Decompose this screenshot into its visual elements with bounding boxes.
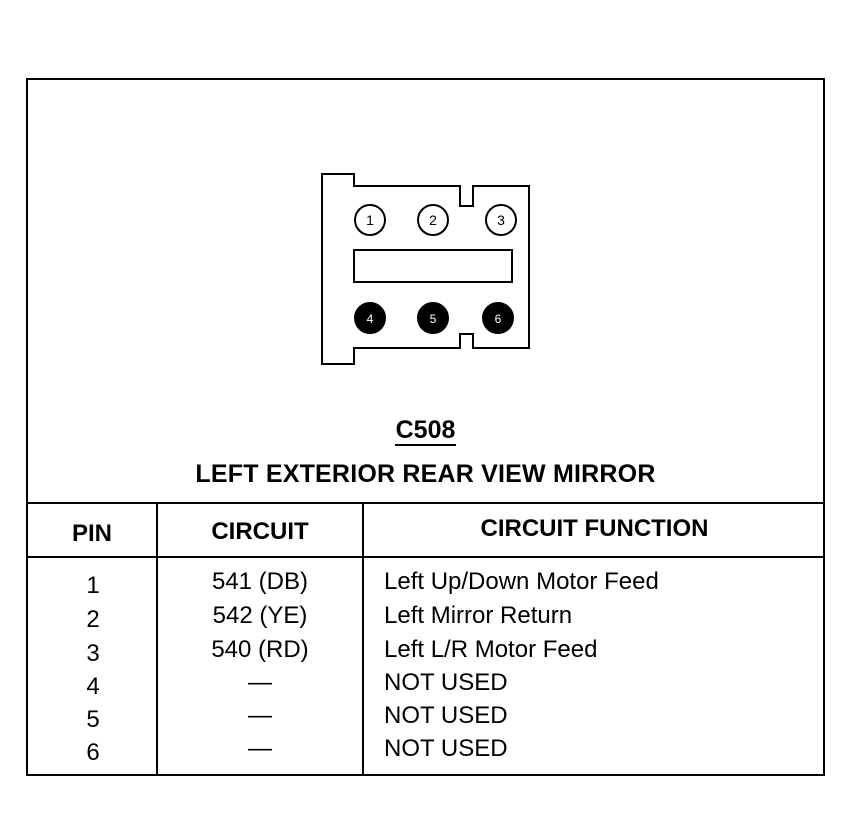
table-column-divider-1	[156, 502, 158, 774]
cell-circuit: —	[248, 669, 272, 696]
cell-circuit: 541 (DB)	[211, 568, 309, 595]
table-row: 2 542 (YE) Left Mirror Return	[28, 602, 823, 636]
cell-pin: 5	[86, 706, 100, 733]
table-column-divider-2	[362, 502, 364, 774]
pin-number-label: 3	[497, 212, 505, 228]
table-header-separator	[28, 556, 823, 558]
pin-number-label: 4	[367, 312, 374, 326]
cell-pin: 6	[86, 739, 100, 766]
connector-pin-4: 4	[354, 302, 386, 334]
header-circuit: CIRCUIT	[211, 518, 309, 545]
table-row: 4 — NOT USED	[28, 669, 823, 703]
cell-circuit: —	[248, 702, 272, 729]
connector-description: LEFT EXTERIOR REAR VIEW MIRROR	[195, 460, 656, 488]
cell-circuit: —	[248, 735, 272, 762]
cell-function: NOT USED	[384, 702, 508, 729]
pin-number-label: 6	[495, 312, 502, 326]
table-top-border	[28, 502, 823, 504]
cell-function: Left Up/Down Motor Feed	[384, 568, 659, 595]
cell-pin: 1	[86, 572, 100, 599]
connector-diagram-frame: 1 2 3 4 5 6 C508 LEFT EXTERIOR REAR VIEW MIRR…	[26, 78, 825, 776]
pin-number-label: 1	[366, 212, 374, 228]
cell-function: Left L/R Motor Feed	[384, 636, 598, 663]
table-row: 1 541 (DB) Left Up/Down Motor Feed	[28, 568, 823, 602]
pin-cavity	[417, 204, 449, 236]
connector-pin-1: 1	[354, 204, 386, 236]
cell-function: NOT USED	[384, 735, 508, 762]
cell-function: Left Mirror Return	[384, 602, 573, 629]
pin-cavity	[485, 204, 517, 236]
connector-pin-2: 2	[417, 204, 449, 236]
connector-pin-3: 3	[485, 204, 517, 236]
connector-pin-6: 6	[482, 302, 514, 334]
connector-face-drawing: 1 2 3 4 5 6	[321, 173, 530, 365]
header-circuit-function: CIRCUIT FUNCTION	[480, 515, 709, 542]
table-row: 5 — NOT USED	[28, 702, 823, 736]
cell-pin: 2	[86, 606, 100, 633]
table-row: 3 540 (RD) Left L/R Motor Feed	[28, 636, 823, 670]
connector-latch-slot	[353, 249, 513, 283]
cell-function: NOT USED	[384, 669, 508, 696]
header-pin: PIN	[71, 520, 112, 547]
connector-id-text: C508	[394, 416, 457, 446]
cell-circuit: 540 (RD)	[211, 636, 309, 663]
connector-id: C508	[28, 416, 823, 446]
pin-cavity	[417, 302, 449, 334]
table-row: 6 — NOT USED	[28, 735, 823, 769]
cell-pin: 4	[86, 673, 100, 700]
cell-circuit: 542 (YE)	[212, 602, 308, 629]
cell-pin: 3	[86, 640, 100, 667]
pin-number-label: 5	[430, 312, 437, 326]
pin-number-label: 2	[429, 212, 437, 228]
pin-cavity	[354, 204, 386, 236]
connector-pin-5: 5	[417, 302, 449, 334]
pin-cavity	[482, 302, 514, 334]
pin-cavity	[354, 302, 386, 334]
